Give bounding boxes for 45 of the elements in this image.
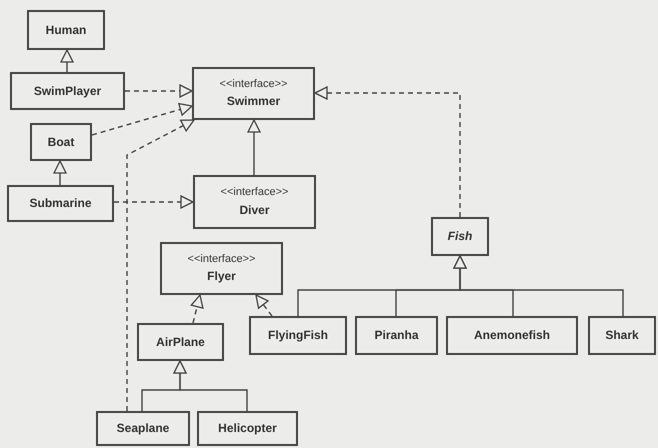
class-name: Swimmer [226, 94, 280, 110]
class-name: Flyer [207, 269, 236, 284]
stereotype-label: <<interface>> [220, 78, 288, 92]
class-box [197, 411, 298, 446]
dashed-arrow [125, 84, 193, 98]
class-name: SwimPlayer [34, 84, 102, 98]
class-box [249, 316, 347, 355]
class-box [27, 10, 105, 50]
class-box [10, 72, 125, 110]
class-name: FlyingFish [268, 328, 328, 343]
stereotype-label: <<interface>> [220, 186, 288, 200]
class-name: Helicopter [218, 421, 277, 436]
dashed-arrow [92, 102, 193, 136]
class-name: Submarine [29, 196, 92, 211]
class-box [137, 323, 224, 361]
dashed-arrow [255, 294, 273, 316]
class-name: AirPlane [156, 334, 205, 350]
interface-box [160, 242, 283, 295]
interface-box [193, 175, 316, 229]
class-name: Shark [605, 328, 639, 343]
class-name: Human [46, 22, 86, 38]
class-box [446, 316, 578, 355]
class-name: Seaplane [116, 421, 170, 436]
class-box [355, 316, 438, 355]
interface-box [192, 67, 315, 120]
dashed-arrow [126, 119, 195, 411]
stereotype-label: <<interface>> [188, 252, 256, 266]
arrow [453, 255, 624, 316]
arrow [53, 160, 67, 185]
class-box [431, 217, 489, 256]
class-box [588, 316, 656, 355]
dashed-arrow [114, 195, 194, 209]
class-name: Fish [448, 229, 472, 244]
dashed-arrow [314, 86, 461, 217]
class-name: Diver [239, 202, 270, 218]
class-box [7, 185, 114, 222]
arrow [247, 119, 261, 175]
arrow [60, 49, 74, 72]
class-name: Anemonefish [474, 328, 550, 343]
class-box [96, 411, 190, 446]
dashed-arrow [190, 294, 204, 324]
class-name: Piranha [374, 328, 418, 343]
arrow [173, 360, 248, 411]
class-name: Boat [48, 134, 74, 150]
class-box [30, 123, 92, 161]
